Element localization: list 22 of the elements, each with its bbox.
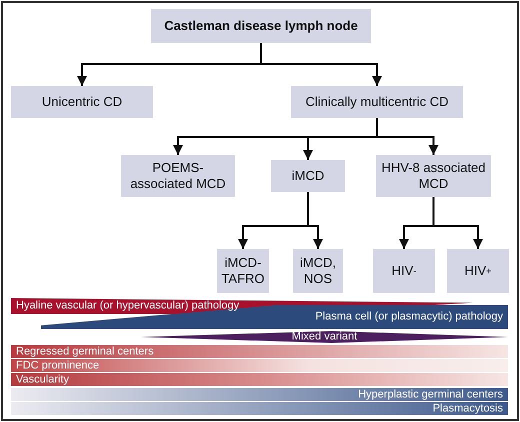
arrow	[432, 197, 483, 249]
band-label: Vascularity	[16, 374, 69, 385]
band-label: Hyaline vascular (or hypervascular) pathology	[16, 300, 240, 312]
category-box: Clinically multicentric CD	[291, 86, 463, 118]
gradient-bar	[11, 388, 508, 401]
category-box: iMCD-TAFRO	[217, 249, 269, 293]
gradient-bar	[11, 359, 508, 372]
band-label: Mixed variant	[292, 332, 358, 342]
band-label: Regressed germinal centers	[16, 346, 154, 357]
band-label: Plasma cell (or plasmacytic) pathology	[315, 312, 503, 322]
category-box: HHV-8 associated MCD	[376, 155, 491, 197]
category-box: iMCD	[271, 160, 345, 192]
band-label: Plasmacytosis	[432, 403, 503, 414]
band-label: FDC prominence	[16, 360, 100, 371]
gradient-bar	[11, 345, 508, 358]
category-box: Unicentric CD	[11, 86, 153, 118]
category-box: POEMS-associated MCD	[121, 155, 235, 197]
band-label: Hyperplastic germinal centers	[358, 389, 503, 400]
category-box: Castleman disease lymph node	[151, 9, 371, 43]
category-box: iMCD, NOS	[293, 249, 343, 293]
gradient-bar	[11, 402, 508, 415]
gradient-bar	[11, 373, 508, 386]
